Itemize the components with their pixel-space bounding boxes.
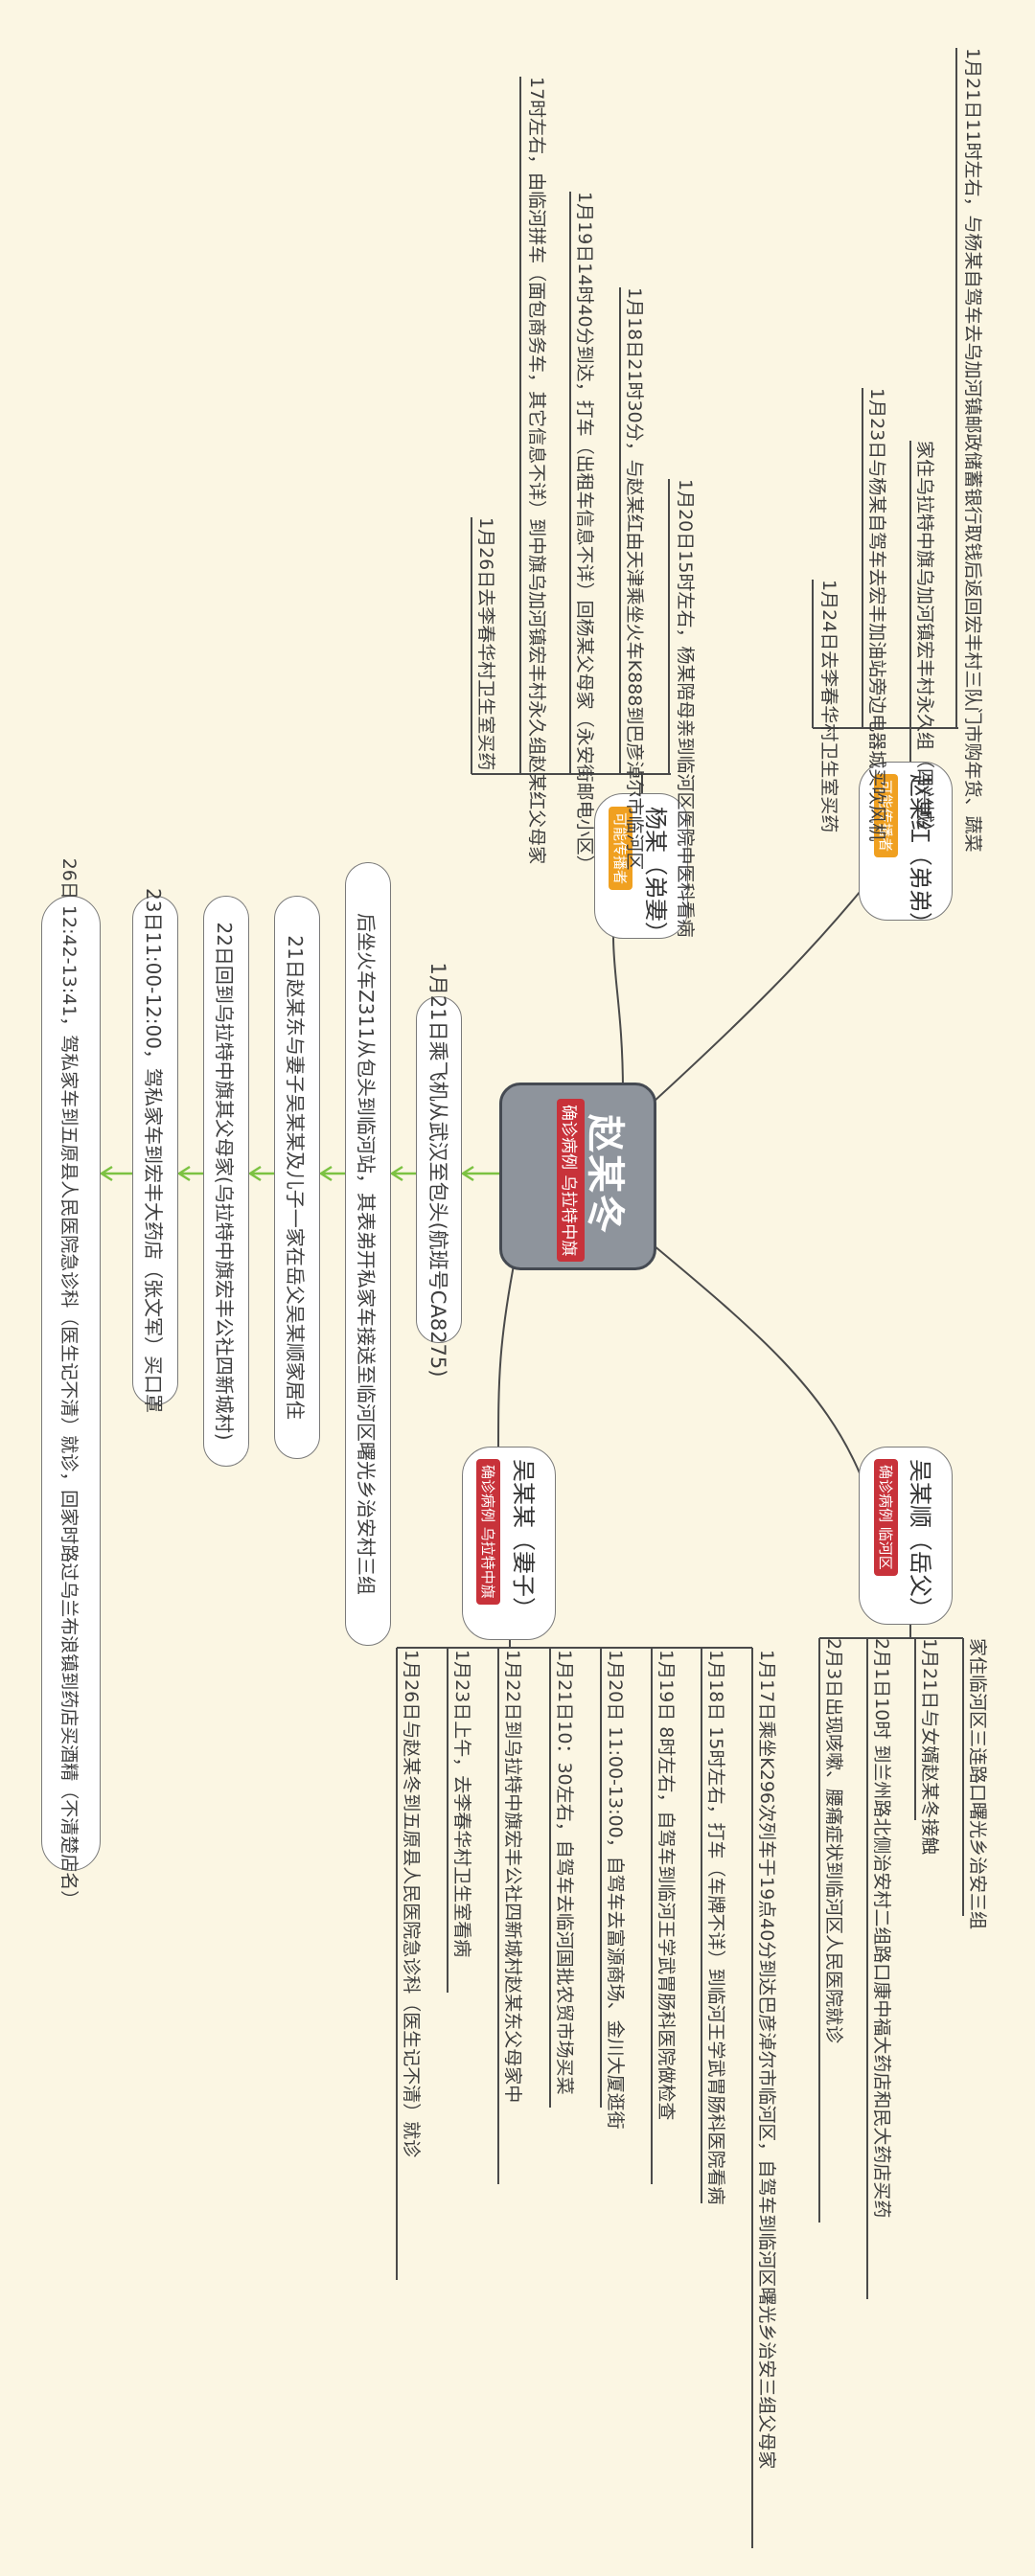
timeline-step-2[interactable]: 后坐火车Z311从包头到临河站，其表弟开私家车接送至临河区曙光乡治安村三组 xyxy=(345,862,391,1646)
wu-shun-item-3: 2月1日10时 到兰州路北侧治安村二组路口康中福大药店和民大药店买药 xyxy=(871,1638,892,2219)
zhao-hong-item-4: 1月24日去李春华村卫生室买药 xyxy=(818,580,840,833)
wu-mou-item-2: 1月18日 15时左右，打车（车牌不详）到临河王学武胃肠科医院看病 xyxy=(705,1650,726,2205)
wu-mou-item-8: 1月26日与赵某冬到五原县人民医院急诊科（医生记不清）就诊 xyxy=(401,1650,422,2158)
node-wu-mou-tag: 确诊病例 乌拉特中旗 xyxy=(476,1459,500,1605)
timeline-arrowhead-4 xyxy=(247,1165,262,1182)
timeline-arrowhead-6 xyxy=(99,1165,113,1182)
zhao-hong-item-2: 家住乌拉特中旗乌加河镇宏丰村永久组（四兴城） xyxy=(914,441,935,842)
edge-root-wu-shun xyxy=(653,1244,862,1476)
wu-mou-item-4: 1月20日 11:00-13:00，自驾车去富源商场、金川大厦逛街 xyxy=(605,1650,626,2130)
wu-shun-item-1: 家住临河区三连路口曙光乡治安三组 xyxy=(967,1638,988,1930)
timeline-step-3[interactable]: 21日赵某东与妻子吴某某及儿子一家在岳父吴某顺家居住 xyxy=(274,896,320,1459)
node-wu-mou-title: 吴某某（妻子） xyxy=(510,1459,537,1620)
node-wu-shun-title: 吴某顺（岳父） xyxy=(907,1459,933,1620)
timeline-step-6[interactable]: 26日 12:42-13:41，驾私家车到五原县人民医院急诊科（医生记不清）就诊… xyxy=(41,858,101,1908)
yang-item-5: 1月26日去李春华村卫生室买药 xyxy=(475,517,496,771)
wu-mou-item-1: 1月17日乘坐K296次列车于19点40分到达巴彦淖尔市临河区，自驾车到临河区曙… xyxy=(756,1650,777,2470)
yang-item-4: 1月20日15时左右，杨某陪母亲到临河区医院中医科看病 xyxy=(675,479,696,938)
wu-shun-item-4: 2月3日出现咳嗽、腰痛症状到临河区人民医院就诊 xyxy=(823,1638,844,2044)
zhao-hong-item-3: 1月23日与杨某自驾车去宏丰加油站旁边电器城买吹风机 xyxy=(866,388,887,842)
timeline-step-5[interactable]: 23日11:00-12:00，驾私家车到宏丰大药店（张文军）买口罩 xyxy=(132,888,178,1413)
wu-mou-item-6: 1月22日到乌拉特中旗宏丰公社四新城村赵某东父母家中 xyxy=(502,1650,523,2104)
timeline-step-1[interactable]: 1月21日乘飞机从武汉至包头(航班号CA8275) xyxy=(416,963,462,1377)
timeline-arrowhead-2 xyxy=(389,1165,403,1182)
yang-item-1: 17时左右，由临河拼车（面包商务车，其它信息不详）到中旗乌加河镇宏丰村永久组赵某… xyxy=(526,77,547,865)
edge-root-zhao-hong xyxy=(653,890,862,1103)
edge-yang-bracket xyxy=(472,773,671,793)
root-title: 赵某冬 xyxy=(583,1114,627,1235)
edge-root-yang xyxy=(612,936,624,1093)
edge-wu-shun-bracket xyxy=(819,1623,963,1639)
root-tag: 确诊病例 乌拉特中旗 xyxy=(557,1099,585,1263)
edge-wu-mou-bracket xyxy=(397,1638,752,1649)
root-node[interactable]: 赵某冬 确诊病例 乌拉特中旗 xyxy=(499,1083,656,1270)
wu-mou-item-3: 1月19日 8时左右，自驾车到临河王学武胃肠科医院做检查 xyxy=(656,1650,677,2121)
edge-root-wu-mou xyxy=(497,1244,518,1457)
node-wu-shun-tag: 确诊病例 临河区 xyxy=(874,1459,898,1576)
timeline-arrowhead-5 xyxy=(176,1165,191,1182)
timeline-step-4[interactable]: 22日回到乌拉特中旗其父母家(乌拉特中旗宏丰公社四新城村) xyxy=(203,896,249,1467)
wu-mou-item-5: 1月21日10：30左右，自驾车去临河国批农贸市场买菜 xyxy=(554,1650,575,2095)
zhao-hong-item-1: 1月21日11时左右，与杨某自驾车去乌加河镇邮政储蓄银行取钱后返回宏丰村三队门市… xyxy=(962,48,983,853)
wu-shun-item-2: 1月21日与女婿赵某冬接触 xyxy=(919,1638,940,1856)
timeline-arrowhead-1 xyxy=(460,1165,474,1182)
timeline-arrowhead-3 xyxy=(318,1165,333,1182)
yang-item-3: 1月18日21时30分，与赵某红由天津乘坐火车K888到巴彦淖尔市临河区 xyxy=(624,287,645,871)
wu-mou-item-7: 1月23日上午，去李春华村卫生室看病 xyxy=(451,1650,472,1958)
yang-item-2: 1月19日14时40分到达，打车（出租车信息不详）回杨某父母家（永安街邮电小区） xyxy=(574,192,595,874)
